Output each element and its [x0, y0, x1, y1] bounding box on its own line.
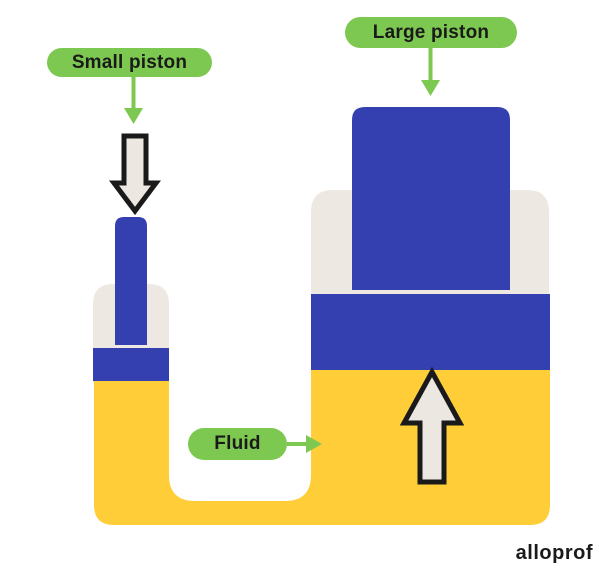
label-fluid: Fluid: [188, 428, 287, 460]
large-piston-rod: [352, 107, 510, 290]
alloprof-logo: alloprof: [515, 542, 593, 564]
force-down-arrow: [109, 133, 161, 216]
large-piston-head: [311, 294, 550, 370]
large-piston-pointer-head: [421, 80, 440, 96]
label-large-piston: Large piston: [345, 17, 517, 48]
fluid-pointer-head: [306, 435, 322, 453]
small-piston-pointer-head: [124, 108, 143, 124]
fluid-body: [94, 369, 550, 525]
small-piston-rod: [115, 217, 147, 345]
force-up-arrow: [399, 366, 465, 485]
small-piston-head: [93, 348, 169, 381]
label-small-piston: Small piston: [47, 48, 212, 77]
